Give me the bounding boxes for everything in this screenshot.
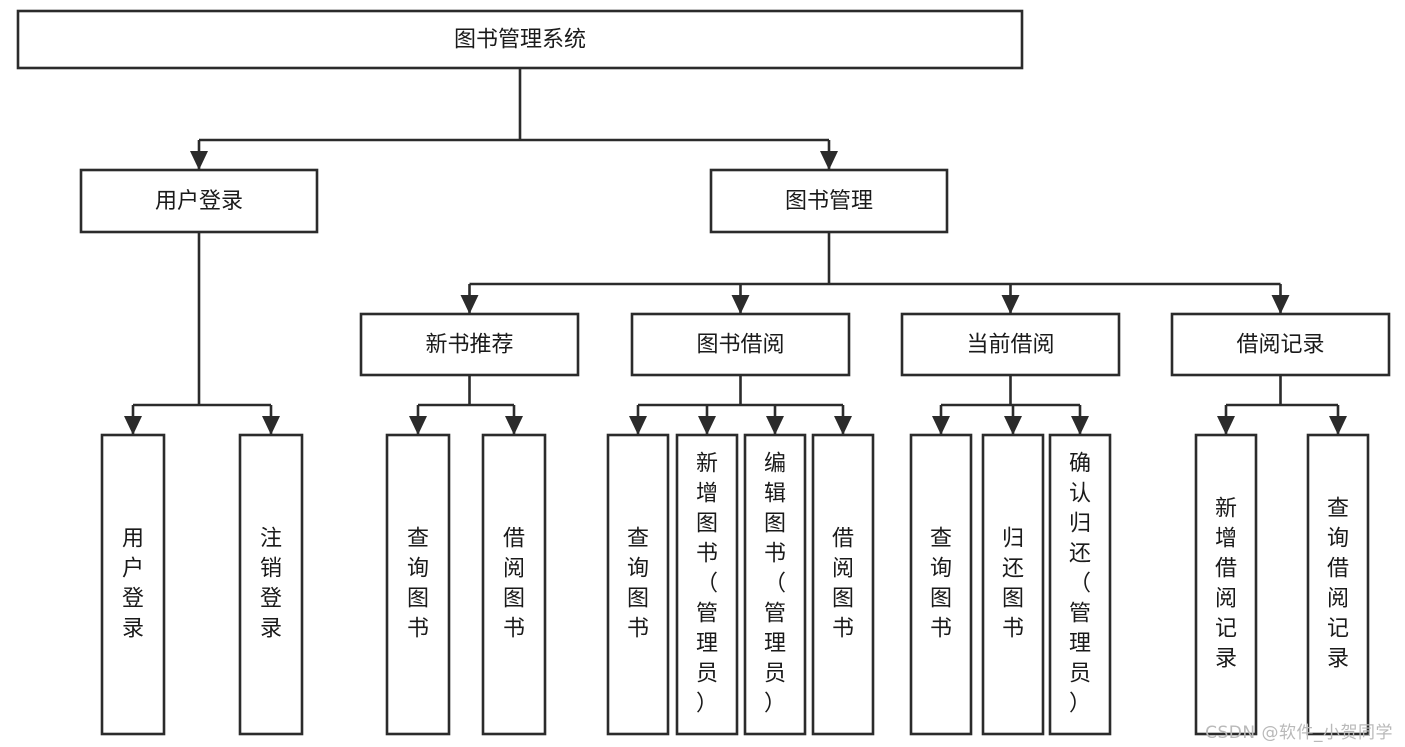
node-label-book-borrow: 图书借阅	[696, 333, 784, 358]
node-recommend-borrow-book[interactable]: 借阅图书	[481, 433, 547, 736]
node-box-current-return-book	[981, 433, 1045, 736]
node-label-recommend-borrow-book: 借阅图书	[503, 527, 525, 642]
connector-layer	[124, 68, 1347, 435]
node-box-borrow-borrow-book	[811, 433, 875, 736]
arrow-head-icon	[190, 151, 208, 170]
arrow-head-icon	[409, 416, 427, 435]
node-label-borrow-borrow-book: 借阅图书	[832, 527, 854, 642]
node-box-current-confirm-return	[1048, 433, 1112, 736]
node-label-borrow-query-book: 查询图书	[627, 527, 649, 642]
node-label-current-confirm-return: 确认归还（管理员）	[1069, 452, 1091, 717]
node-layer: 图书管理系统用户登录用户登录注销登录图书管理新书推荐查询图书借阅图书图书借阅查询…	[16, 9, 1391, 736]
node-new-book-recommend[interactable]: 新书推荐	[359, 312, 580, 377]
node-box-current-query-book	[909, 433, 973, 736]
arrow-head-icon	[1071, 416, 1089, 435]
node-label-borrow-add-book: 新增图书（管理员）	[696, 452, 718, 717]
node-book-management[interactable]: 图书管理	[709, 168, 949, 234]
node-current-confirm-return[interactable]: 确认归还（管理员）	[1048, 433, 1112, 736]
node-borrow-records[interactable]: 借阅记录	[1170, 312, 1391, 377]
node-box-records-add	[1194, 433, 1258, 736]
node-label-records-add: 新增借阅记录	[1215, 497, 1237, 672]
arrow-head-icon	[1271, 295, 1290, 314]
node-borrow-add-book[interactable]: 新增图书（管理员）	[675, 433, 739, 736]
arrow-head-icon	[1329, 416, 1347, 435]
arrow-head-icon	[505, 416, 523, 435]
node-label-user-login-action: 用户登录	[122, 527, 144, 642]
node-box-user-login	[79, 168, 319, 234]
arrow-head-icon	[820, 151, 838, 170]
node-label-records-query: 查询借阅记录	[1327, 497, 1349, 672]
arrow-head-icon	[1004, 416, 1022, 435]
node-box-recommend-borrow-book	[481, 433, 547, 736]
arrow-head-icon	[124, 416, 142, 435]
arrow-head-icon	[731, 295, 750, 314]
node-box-records-query	[1306, 433, 1370, 736]
node-current-return-book[interactable]: 归还图书	[981, 433, 1045, 736]
arrow-head-icon	[262, 416, 280, 435]
watermark-label: CSDN @软件_小贺同学	[1205, 723, 1393, 743]
arrow-head-icon	[932, 416, 950, 435]
node-box-root	[16, 9, 1024, 70]
node-user-login-action[interactable]: 用户登录	[100, 433, 166, 736]
node-user-logout-action[interactable]: 注销登录	[238, 433, 304, 736]
node-box-user-logout-action	[238, 433, 304, 736]
node-label-recommend-query-book: 查询图书	[407, 527, 429, 642]
node-box-recommend-query-book	[385, 433, 451, 736]
node-label-root: 图书管理系统	[454, 28, 586, 53]
node-borrow-edit-book[interactable]: 编辑图书（管理员）	[743, 433, 807, 736]
arrow-head-icon	[698, 416, 716, 435]
node-label-borrow-edit-book: 编辑图书（管理员）	[764, 452, 786, 717]
node-recommend-query-book[interactable]: 查询图书	[385, 433, 451, 736]
node-box-borrow-query-book	[606, 433, 670, 736]
node-current-borrow[interactable]: 当前借阅	[900, 312, 1121, 377]
arrow-head-icon	[1217, 416, 1235, 435]
node-label-current-return-book: 归还图书	[1002, 527, 1024, 642]
node-book-borrow[interactable]: 图书借阅	[630, 312, 851, 377]
node-records-add[interactable]: 新增借阅记录	[1194, 433, 1258, 736]
node-box-book-borrow	[630, 312, 851, 377]
node-label-current-query-book: 查询图书	[930, 527, 952, 642]
node-records-query[interactable]: 查询借阅记录	[1306, 433, 1370, 736]
node-label-new-book-recommend: 新书推荐	[425, 333, 513, 358]
node-box-current-borrow	[900, 312, 1121, 377]
node-box-new-book-recommend	[359, 312, 580, 377]
node-label-current-borrow: 当前借阅	[966, 333, 1054, 358]
node-borrow-query-book[interactable]: 查询图书	[606, 433, 670, 736]
node-user-login[interactable]: 用户登录	[79, 168, 319, 234]
node-label-user-login: 用户登录	[155, 189, 243, 214]
node-box-book-management	[709, 168, 949, 234]
arrow-head-icon	[1001, 295, 1020, 314]
node-box-borrow-edit-book	[743, 433, 807, 736]
node-box-user-login-action	[100, 433, 166, 736]
node-borrow-borrow-book[interactable]: 借阅图书	[811, 433, 875, 736]
node-box-borrow-add-book	[675, 433, 739, 736]
node-current-query-book[interactable]: 查询图书	[909, 433, 973, 736]
arrow-head-icon	[460, 295, 479, 314]
arrow-head-icon	[766, 416, 784, 435]
node-box-borrow-records	[1170, 312, 1391, 377]
arrow-head-icon	[834, 416, 852, 435]
node-label-book-management: 图书管理	[785, 189, 873, 214]
node-label-borrow-records: 借阅记录	[1236, 333, 1324, 358]
arrow-head-icon	[629, 416, 647, 435]
node-root[interactable]: 图书管理系统	[16, 9, 1024, 70]
node-label-user-logout-action: 注销登录	[260, 527, 282, 642]
